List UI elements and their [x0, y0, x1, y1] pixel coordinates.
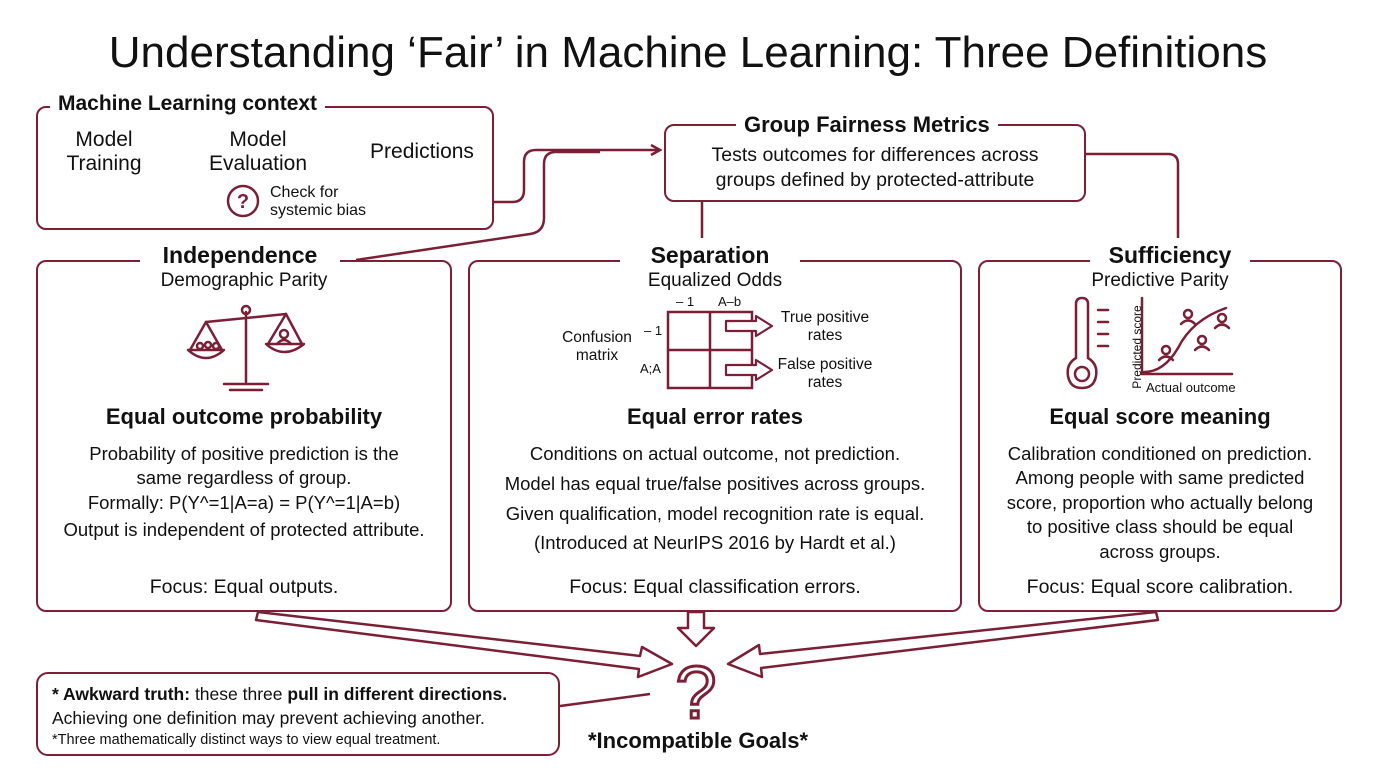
independence-body-4: Output is independent of protected attri… — [63, 519, 425, 540]
sufficiency-focus: Focus: Equal score calibration. — [1026, 576, 1294, 598]
metrics-description: Tests outcomes for differences across gr… — [711, 144, 1039, 191]
sufficiency-title: Sufficiency — [1090, 242, 1250, 269]
independence-title: Independence — [140, 242, 340, 269]
chart-y-axis-label: Predicted score — [1130, 305, 1144, 389]
separation-focus: Focus: Equal classification errors. — [569, 576, 861, 598]
thermometer-icon — [1066, 296, 1110, 390]
independence-heading: Equal outcome probability — [105, 404, 383, 429]
separation-body-1: Conditions on actual outcome, not predic… — [529, 443, 901, 464]
false-positive-arrow-icon — [724, 358, 774, 382]
true-positive-label: True positive rates — [780, 309, 870, 344]
independence-body-3: Formally: P(Y^=1|A=a) = P(Y^=1|A=b) — [87, 492, 401, 513]
independence-to-goals-arrow — [254, 610, 674, 679]
step-model-evaluation: Model Evaluation — [208, 128, 308, 175]
matrix-row-label-1: – 1 — [644, 323, 663, 338]
awkward-truth-box — [36, 672, 560, 756]
true-positive-arrow-icon — [724, 314, 774, 338]
calibration-chart-icon — [1140, 296, 1234, 376]
independence-body-2: same regardless of group. — [136, 467, 352, 488]
separation-body-3: Given qualification, model recognition r… — [505, 503, 925, 524]
separation-body-2: Model has equal true/false positives acr… — [504, 473, 926, 494]
check-bias-label: Check for systemic bias — [270, 184, 367, 219]
truth-bold-2: pull in different directions. — [287, 684, 508, 704]
matrix-col-label-2: A–b — [718, 294, 742, 309]
context-label: Machine Learning context — [50, 92, 326, 116]
matrix-col-label-1: – 1 — [676, 294, 695, 309]
truth-bold-1: * Awkward truth: — [52, 684, 191, 704]
separation-to-goals-arrow — [676, 610, 716, 648]
metrics-to-sufficiency-line — [1086, 152, 1180, 238]
truth-text-1: these three — [190, 684, 288, 704]
sufficiency-box — [978, 260, 1342, 612]
metrics-title: Group Fairness Metrics — [736, 112, 998, 138]
sufficiency-body-2: Among people with same predicted — [1015, 467, 1305, 488]
independence-subtitle: Demographic Parity — [160, 270, 328, 291]
truth-to-goals-line — [559, 692, 651, 708]
matrix-row-label-2: A;A — [640, 361, 661, 376]
chart-x-axis-label: Actual outcome — [1146, 380, 1236, 395]
separation-subtitle: Equalized Odds — [647, 270, 783, 291]
independence-focus: Focus: Equal outputs. — [149, 576, 339, 598]
sufficiency-body-5: across groups. — [1099, 541, 1221, 562]
sufficiency-body-4: to positive class should be equal — [1026, 516, 1294, 537]
balance-scale-icon — [186, 304, 306, 392]
incompatible-goals-label: *Incompatible Goals* — [587, 728, 809, 753]
independence-to-metrics-line — [355, 150, 600, 262]
context-to-metrics-arrow — [494, 150, 660, 204]
matrix-label: Confusion matrix — [562, 329, 632, 364]
separation-heading: Equal error rates — [626, 404, 804, 429]
separation-body-4: (Introduced at NeurIPS 2016 by Hardt et … — [534, 532, 896, 553]
sufficiency-subtitle: Predictive Parity — [1091, 270, 1229, 291]
separation-title: Separation — [620, 242, 800, 269]
separation-box — [468, 260, 962, 612]
truth-line-1: * Awkward truth: these three pull in dif… — [52, 684, 507, 705]
confusion-matrix-icon — [666, 310, 754, 390]
truth-line-2: Achieving one definition may prevent ach… — [52, 708, 485, 728]
sufficiency-heading: Equal score meaning — [1049, 404, 1271, 429]
step-predictions: Predictions — [370, 140, 474, 163]
truth-line-3: *Three mathematically distinct ways to v… — [52, 732, 441, 748]
svg-text:?: ? — [237, 191, 249, 213]
independence-body-1: Probability of positive prediction is th… — [89, 443, 399, 464]
sufficiency-body-1: Calibration conditioned on prediction. — [1007, 443, 1313, 464]
page-title: Understanding ‘Fair’ in Machine Learning… — [108, 28, 1268, 77]
false-positive-label: False positive rates — [777, 356, 873, 391]
sufficiency-body-3: score, proportion who actually belong — [1006, 492, 1314, 513]
step-model-training: Model Training — [66, 128, 142, 175]
question-mark-icon: ? — [675, 651, 716, 734]
sufficiency-to-goals-arrow — [726, 610, 1160, 679]
question-circle-icon: ? — [226, 184, 260, 218]
context-box — [36, 106, 494, 230]
